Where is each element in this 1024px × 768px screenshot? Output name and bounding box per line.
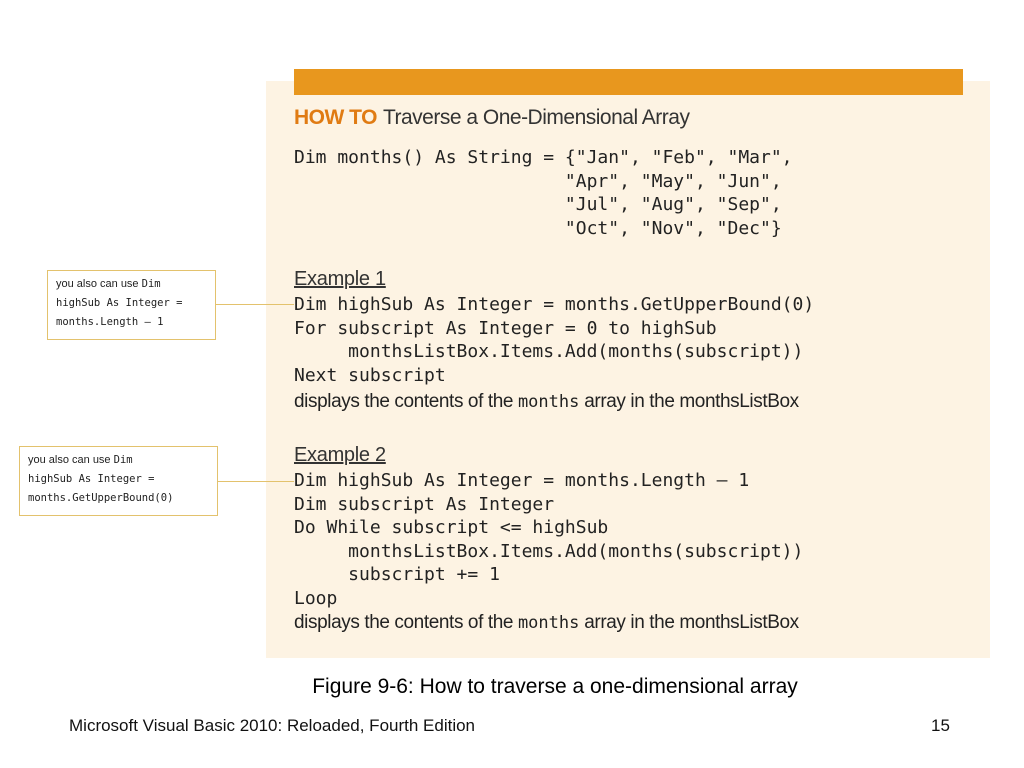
callout-2-line-2: highSub As Integer = <box>28 473 155 485</box>
example-2-code: Dim highSub As Integer = months.Length –… <box>294 470 804 609</box>
example-1-desc-code: months <box>517 392 580 412</box>
example-2-desc-text-end: array in the monthsListBox <box>579 612 799 633</box>
header-accent-bar <box>294 69 963 95</box>
callout-2-line-3: months.GetUpperBound(0) <box>28 492 174 504</box>
callout-1-code: Dim <box>141 278 161 290</box>
callout-1-line-3: months.Length – 1 <box>56 316 164 328</box>
callout-2-line-1: you also can use Dim <box>28 451 209 470</box>
example-2-description: displays the contents of the months arra… <box>294 612 799 634</box>
footer-book-title: Microsoft Visual Basic 2010: Reloaded, F… <box>69 716 476 735</box>
example-1-desc-text-end: array in the monthsListBox <box>579 391 799 412</box>
example-1-title: Example 1 <box>294 268 386 290</box>
callout-1: you also can use Dim highSub As Integer … <box>47 270 216 340</box>
callout-2-connector <box>218 481 294 482</box>
example-2-desc-code: months <box>517 613 580 633</box>
callout-2: you also can use Dim highSub As Integer … <box>19 446 218 516</box>
example-1-desc-text: displays the contents of the <box>294 391 518 412</box>
example-1-code: Dim highSub As Integer = months.GetUpper… <box>294 294 815 386</box>
callout-2-code: Dim <box>113 454 133 466</box>
callout-1-text: you also can use <box>56 278 142 290</box>
how-to-title: Traverse a One-Dimensional Array <box>382 106 690 129</box>
callout-1-line-1: you also can use Dim <box>56 275 207 294</box>
array-declaration-code: Dim months() As String = {"Jan", "Feb", … <box>294 147 793 239</box>
example-1-description: displays the contents of the months arra… <box>294 391 799 413</box>
callout-1-line-2: highSub As Integer = <box>56 297 183 309</box>
callout-2-text: you also can use <box>28 454 114 466</box>
footer-page-number: 15 <box>931 716 950 735</box>
how-to-label: HOW TO <box>294 106 377 129</box>
figure-panel <box>266 81 990 658</box>
callout-1-connector <box>216 304 294 305</box>
figure-caption: Figure 9-6: How to traverse a one-dimens… <box>312 675 798 698</box>
example-2-title: Example 2 <box>294 444 386 466</box>
example-2-desc-text: displays the contents of the <box>294 612 518 633</box>
